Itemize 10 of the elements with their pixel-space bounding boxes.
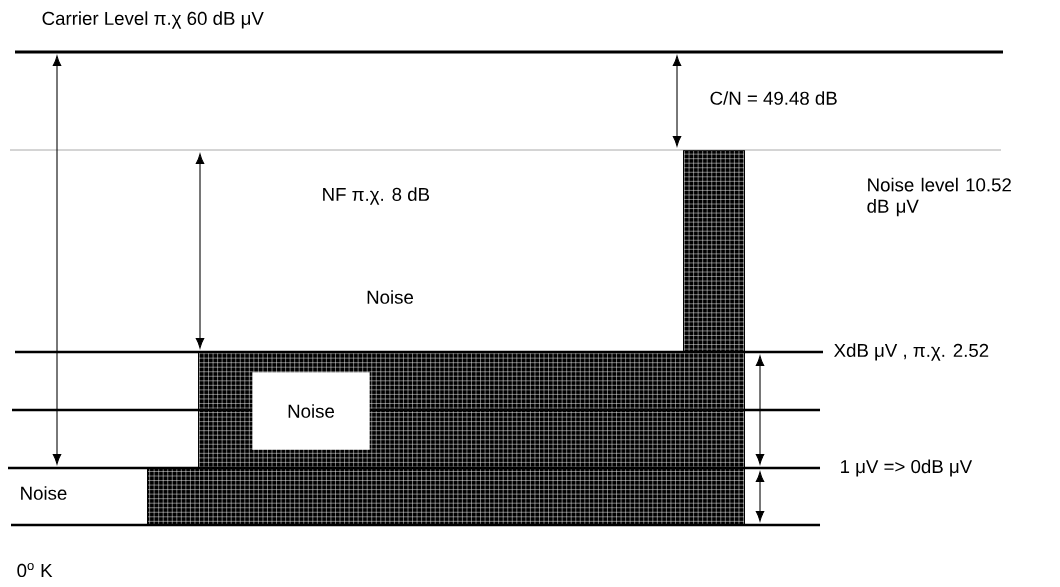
noise-box: Noise <box>252 372 370 450</box>
level-label: NF π.χ. 8 dB <box>323 187 430 205</box>
level-label: Noise level 10.52 dB μV <box>867 177 1011 217</box>
level-label: XdB μV , π.χ. 2.52 <box>834 343 989 361</box>
level-label: 0$^{o}$ K <box>17 562 53 578</box>
level-label: Carrier Level π.χ 60 dB μV <box>42 11 264 29</box>
level-label: 1 μV => 0dB μV <box>841 459 973 477</box>
level-label: C/N = 49.48 dB <box>710 91 837 105</box>
level-label: Noise <box>21 486 67 500</box>
level-label: Noise <box>367 290 414 304</box>
